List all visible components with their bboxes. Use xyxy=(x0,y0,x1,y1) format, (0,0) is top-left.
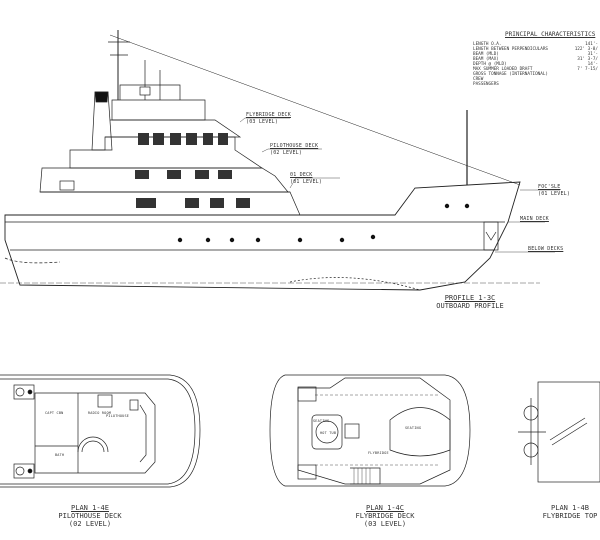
plan-caption-title: FLYBRIDGE DECK xyxy=(355,512,415,520)
room-label: SEATING xyxy=(313,419,330,423)
spec-label: LENGTH BETWEEN PERPENDICULARS xyxy=(473,47,549,52)
plan-caption-level: (03 LEVEL) xyxy=(363,520,407,528)
profile-caption-id: PROFILE 1-3C xyxy=(444,294,496,302)
label-pilothouse-level: (02 LEVEL) xyxy=(270,150,303,156)
spec-label: BEAM (MAX) xyxy=(473,57,499,62)
room-label: CAPT CBN xyxy=(45,411,64,415)
spec-label: CREW xyxy=(473,77,484,82)
label-01-level: (01 LEVEL) xyxy=(290,179,323,185)
spec-label: PASSENGERS xyxy=(473,82,499,87)
spec-row: CREW xyxy=(473,77,598,82)
plan-caption-flybridge: PLAN 1-4C FLYBRIDGE DECK (03 LEVEL) xyxy=(340,504,430,528)
plan-caption-id: PLAN 1-4C xyxy=(366,504,404,512)
label-01-deck: 01 DECK xyxy=(290,172,313,178)
plan-caption-title: FLYBRIDGE TOP xyxy=(542,512,598,520)
spec-value: 31'- xyxy=(587,52,598,57)
spec-label: DEPTH @ (MLD) xyxy=(473,62,507,67)
plan-pilothouse-deck xyxy=(0,374,201,488)
plan-caption-level: (02 LEVEL) xyxy=(68,520,112,528)
plan-caption-flybridge-top: PLAN 1-4B FLYBRIDGE TOP xyxy=(530,504,600,520)
spec-row: PASSENGERS xyxy=(473,82,598,87)
spec-label: BEAM (MLD) xyxy=(473,52,499,57)
spec-row: GROSS TONNAGE (INTERNATIONAL) xyxy=(473,72,598,77)
room-label: SEATING xyxy=(405,426,422,430)
profile-caption-title: OUTBOARD PROFILE xyxy=(436,302,504,310)
label-below-decks: BELOW DECKS xyxy=(528,246,564,252)
spec-row: LENGTH BETWEEN PERPENDICULARS 122' 3-8/ xyxy=(473,47,598,52)
spec-value: 7' 7-15/ xyxy=(577,67,598,72)
principal-characteristics-title: PRINCIPAL CHARACTERISTICS xyxy=(505,31,596,38)
label-main-deck: MAIN DECK xyxy=(520,216,549,222)
spec-value: 141'- xyxy=(585,42,598,47)
room-label: PILOTHOUSE xyxy=(106,414,130,418)
plan-flybridge-top xyxy=(518,381,600,483)
spec-value: 31' 3-7/ xyxy=(577,57,598,62)
room-label: FLYBRIDGE xyxy=(368,451,389,455)
plan-caption-id: PLAN 1-4E xyxy=(71,504,109,512)
spec-value: 122' 3-8/ xyxy=(574,47,598,52)
spec-label: LENGTH O.A. xyxy=(473,42,502,47)
label-flybridge-level: (03 LEVEL) xyxy=(246,119,279,125)
plan-flybridge-deck xyxy=(269,374,471,487)
outboard-profile xyxy=(0,30,560,291)
label-flybridge-deck: FLYBRIDGE DECK xyxy=(246,112,291,118)
spec-row: MAX SUMMER LOADED DRAFT 7' 7-15/ xyxy=(473,67,598,72)
plan-caption-title: PILOTHOUSE DECK xyxy=(58,512,122,520)
spec-row: BEAM (MAX) 31' 3-7/ xyxy=(473,57,598,62)
room-label: HOT TUB xyxy=(320,431,337,435)
room-label: RADIO ROOM xyxy=(88,411,112,415)
room-label: BATH xyxy=(55,453,65,457)
label-pilothouse-deck: PILOTHOUSE DECK xyxy=(270,143,319,149)
label-focsle-level: (01 LEVEL) xyxy=(538,191,571,197)
spec-row: DEPTH @ (MLD) 14'- xyxy=(473,62,598,67)
spec-row: BEAM (MLD) 31'- xyxy=(473,52,598,57)
plan-caption-id: PLAN 1-4B xyxy=(551,504,589,512)
spec-value: 14'- xyxy=(587,62,598,67)
label-focsle: FOC'SLE xyxy=(538,184,561,190)
plan-caption-pilothouse: PLAN 1-4E PILOTHOUSE DECK (02 LEVEL) xyxy=(45,504,135,528)
spec-row: LENGTH O.A. 141'- xyxy=(473,42,598,47)
spec-label: GROSS TONNAGE (INTERNATIONAL) xyxy=(473,72,549,77)
profile-caption: PROFILE 1-3C OUTBOARD PROFILE xyxy=(430,294,510,310)
spec-label: MAX SUMMER LOADED DRAFT xyxy=(473,67,533,72)
